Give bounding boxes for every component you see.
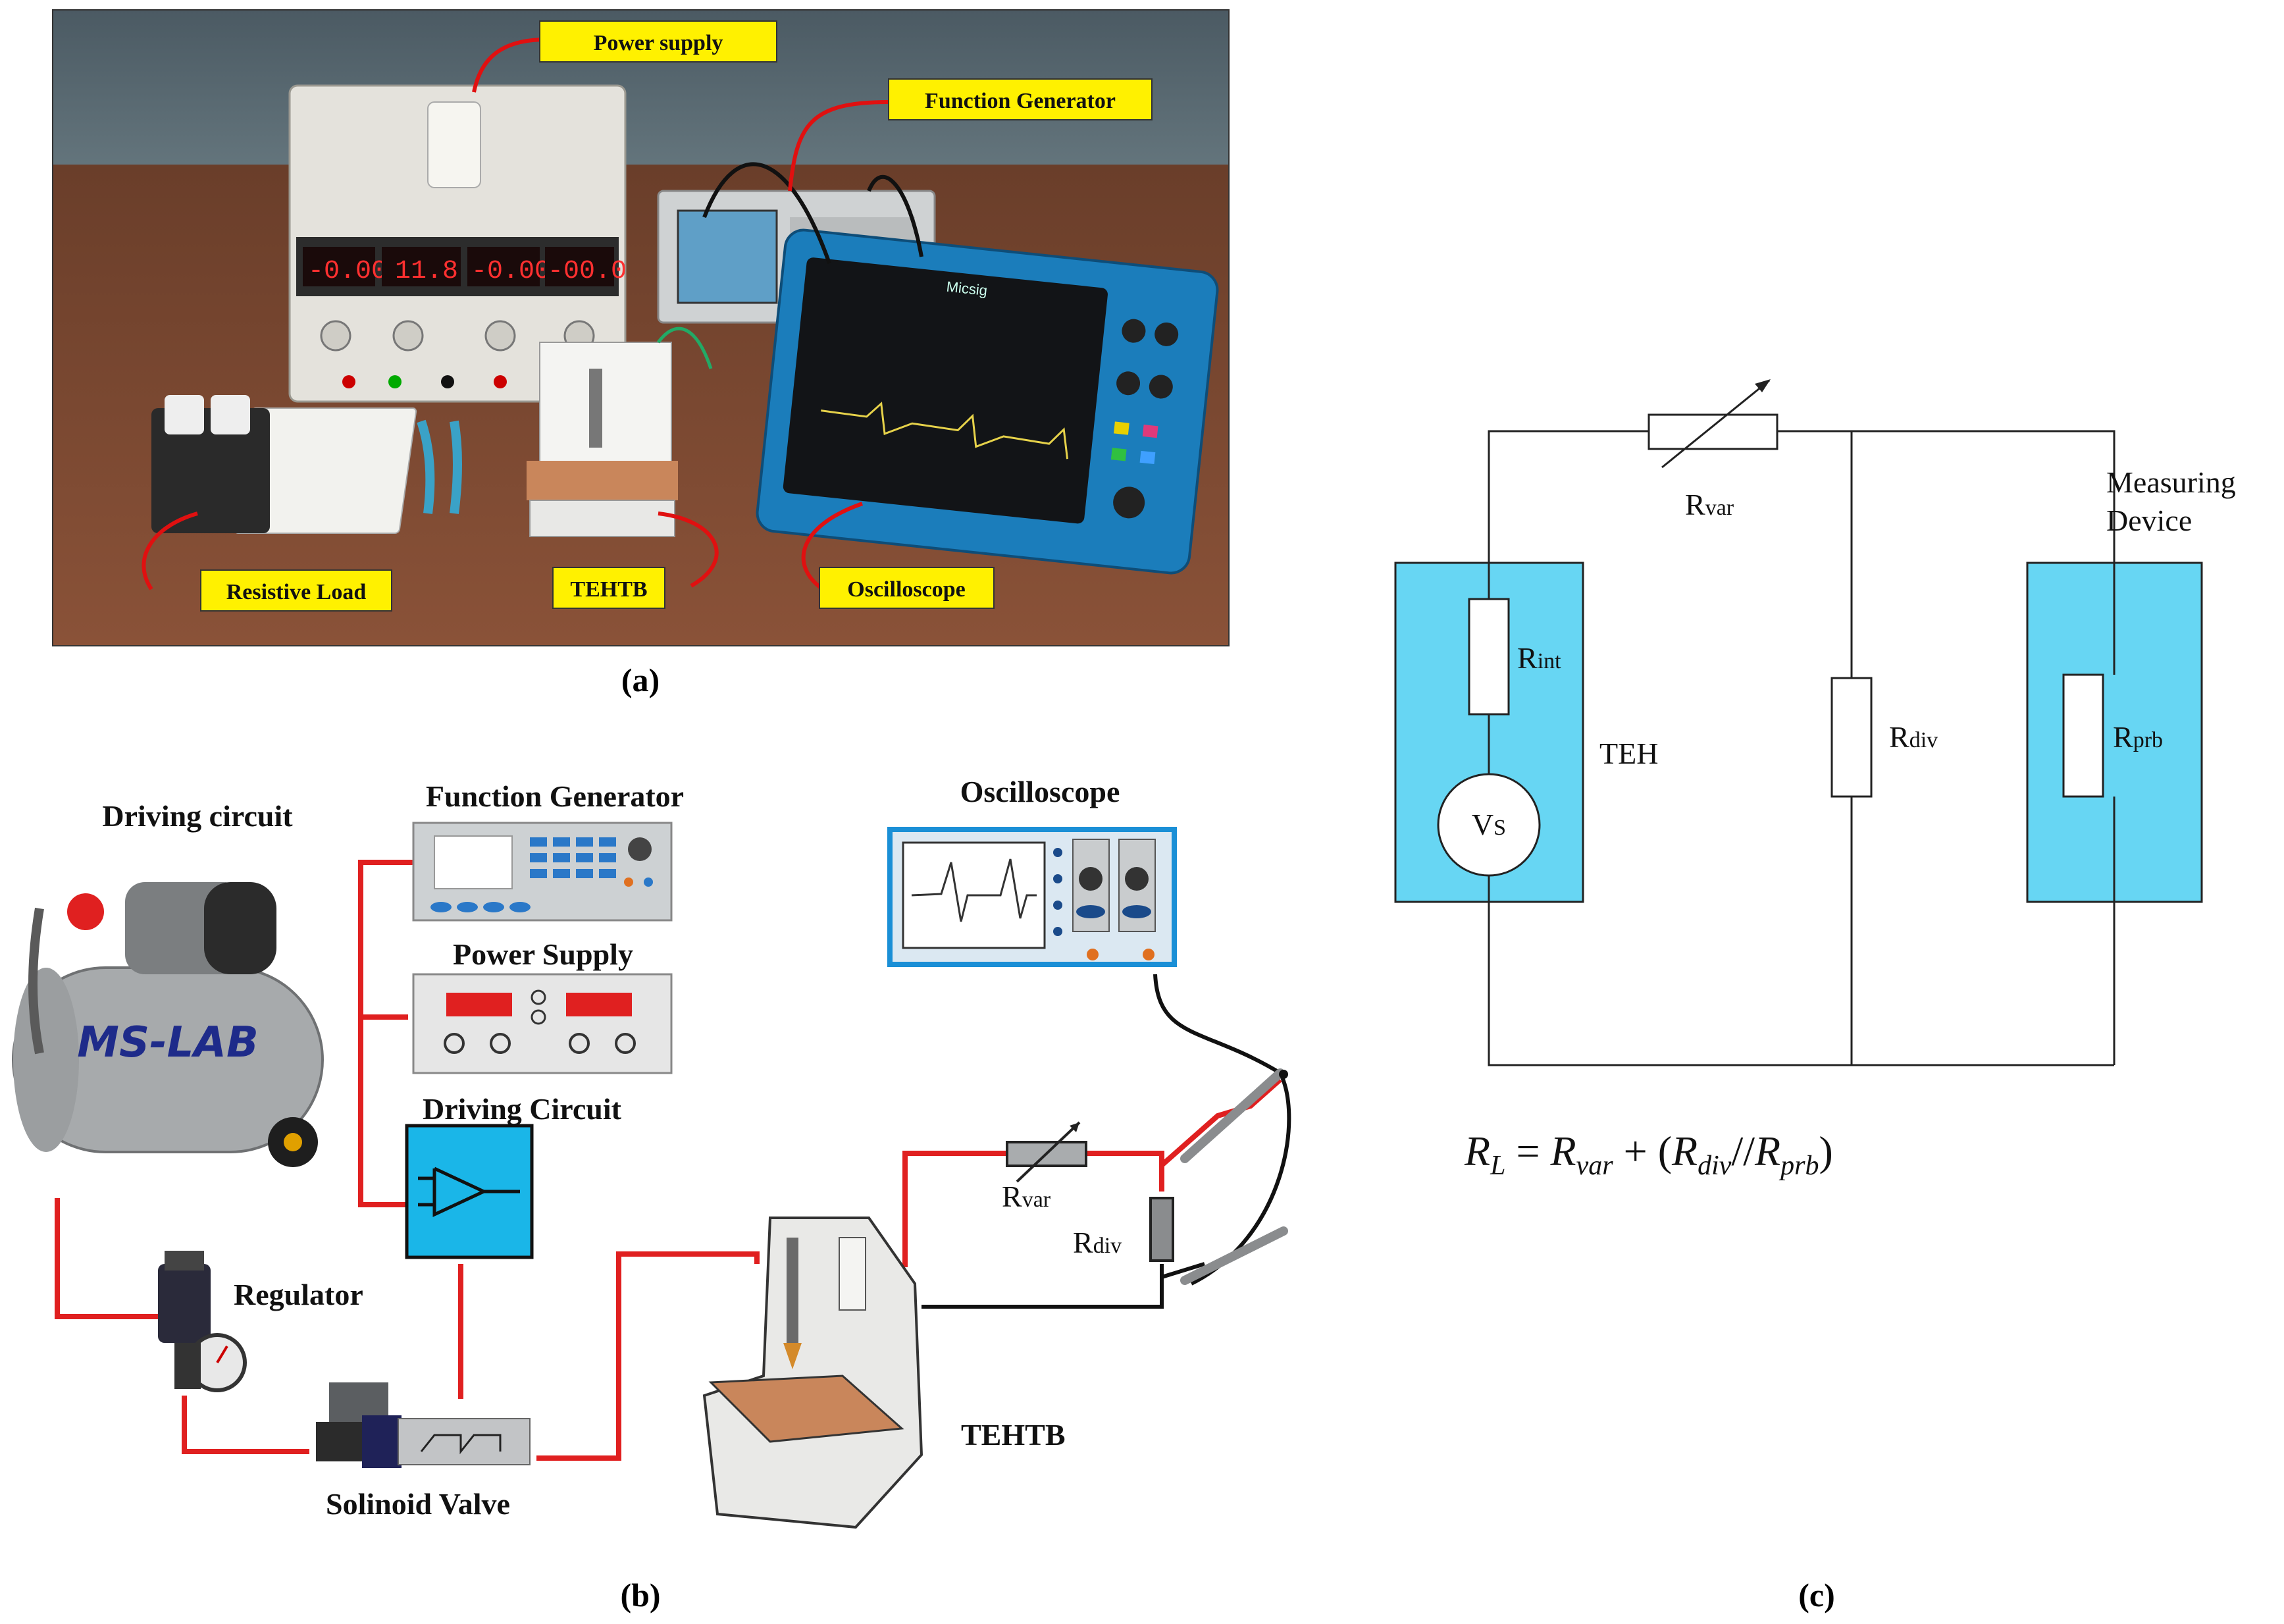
equation-rl: RL = Rvar + (Rdiv//Rprb) bbox=[1464, 1128, 1833, 1181]
function-generator-icon bbox=[412, 822, 673, 922]
label-rprb: Rprb bbox=[2113, 720, 2163, 754]
callout-oscilloscope: Oscilloscope bbox=[847, 577, 965, 602]
photo-tehtb bbox=[527, 342, 678, 537]
driving-circuit-box bbox=[405, 1124, 534, 1259]
label-solenoid-valve: Solinoid Valve bbox=[326, 1487, 510, 1521]
regulator-illustration bbox=[158, 1251, 247, 1392]
caption-c: (c) bbox=[1798, 1577, 1835, 1613]
ps-display-2: 11.8 bbox=[395, 257, 458, 286]
rdiv-resistor-b bbox=[1149, 1197, 1174, 1262]
callout-arrow-tehtb bbox=[658, 511, 719, 588]
label-rvar-c: Rvar bbox=[1685, 488, 1734, 521]
callout-arrow-power-supply bbox=[472, 38, 547, 93]
circuit-wires bbox=[1488, 430, 2115, 1066]
label-driving-circuit-box: Driving Circuit bbox=[423, 1092, 622, 1126]
label-oscilloscope: Oscilloscope bbox=[960, 775, 1120, 808]
label-power-supply: Power Supply bbox=[453, 937, 633, 971]
label-rdiv-b: Rdiv bbox=[1073, 1226, 1122, 1259]
callout-arrow-resistive-load bbox=[142, 511, 198, 590]
label-tehtb: TEHTB bbox=[961, 1418, 1066, 1452]
callout-box-oscilloscope bbox=[819, 567, 995, 609]
photo-oscilloscope: Micsig bbox=[756, 228, 1219, 575]
compressor-brand: MS-LAB bbox=[77, 1018, 258, 1067]
rvar-resistor-c bbox=[1648, 379, 1778, 469]
probes bbox=[1180, 1068, 1288, 1285]
ps-display-4: -00.0 bbox=[548, 257, 627, 286]
photo-cable bbox=[657, 327, 713, 369]
rprb-resistor bbox=[2062, 673, 2104, 798]
vs-source bbox=[1437, 773, 1541, 877]
solenoid-valve-illustration bbox=[316, 1382, 531, 1468]
oscilloscope-icon bbox=[887, 827, 1177, 967]
callout-box-function-generator bbox=[888, 78, 1153, 120]
photo-cable bbox=[702, 162, 831, 264]
photo-power-supply: -0.00 11.8 -0.00 -00.0 bbox=[288, 84, 627, 403]
panel-b: MS-LAB Driving circuit Regulator bbox=[12, 775, 1291, 1613]
callout-resistive-load: Resistive Load bbox=[226, 580, 367, 604]
rdiv-resistor-c bbox=[1830, 677, 1873, 798]
panel-a: -0.00 11.8 -0.00 -00.0 Mi bbox=[52, 9, 1230, 698]
tehtb-illustration bbox=[702, 1217, 923, 1529]
callout-function-generator: Function Generator bbox=[925, 89, 1116, 113]
panel-c: Rvar Rint VS TEH Rdiv Rprb Measuring Dev… bbox=[1394, 379, 2243, 1613]
callout-arrow-function-generator bbox=[788, 100, 889, 192]
callout-tehtb: TEHTB bbox=[570, 577, 647, 602]
label-measuring-device: Measuring Device bbox=[2106, 465, 2243, 537]
label-teh: TEH bbox=[1599, 737, 1658, 770]
label-rint: Rint bbox=[1517, 641, 1561, 675]
power-supply-icon bbox=[412, 973, 673, 1074]
photo-border bbox=[52, 9, 1230, 646]
caption-a: (a) bbox=[621, 662, 660, 698]
ps-display-3: -0.00 bbox=[471, 257, 550, 286]
label-function-generator: Function Generator bbox=[426, 779, 684, 813]
label-rdiv-c: Rdiv bbox=[1889, 720, 1938, 754]
callout-power-supply: Power supply bbox=[594, 31, 723, 55]
caption-b: (b) bbox=[620, 1577, 660, 1613]
photo-cable bbox=[867, 174, 923, 257]
callout-box-tehtb bbox=[552, 567, 665, 609]
callout-arrow-oscilloscope bbox=[801, 502, 863, 591]
rint-resistor bbox=[1468, 598, 1510, 716]
ps-display-1: -0.00 bbox=[308, 257, 387, 286]
rvar-resistor-b bbox=[1006, 1121, 1087, 1183]
label-rvar-b: Rvar bbox=[1002, 1180, 1051, 1213]
callout-box-power-supply bbox=[539, 20, 777, 63]
photo-resistive-load bbox=[151, 395, 270, 533]
label-regulator: Regulator bbox=[234, 1278, 363, 1311]
label-driving-circuit-top: Driving circuit bbox=[102, 799, 293, 833]
compressor-illustration: MS-LAB bbox=[12, 882, 324, 1167]
callout-box-resistive-load bbox=[200, 569, 392, 612]
label-vs: VS bbox=[1472, 808, 1506, 841]
